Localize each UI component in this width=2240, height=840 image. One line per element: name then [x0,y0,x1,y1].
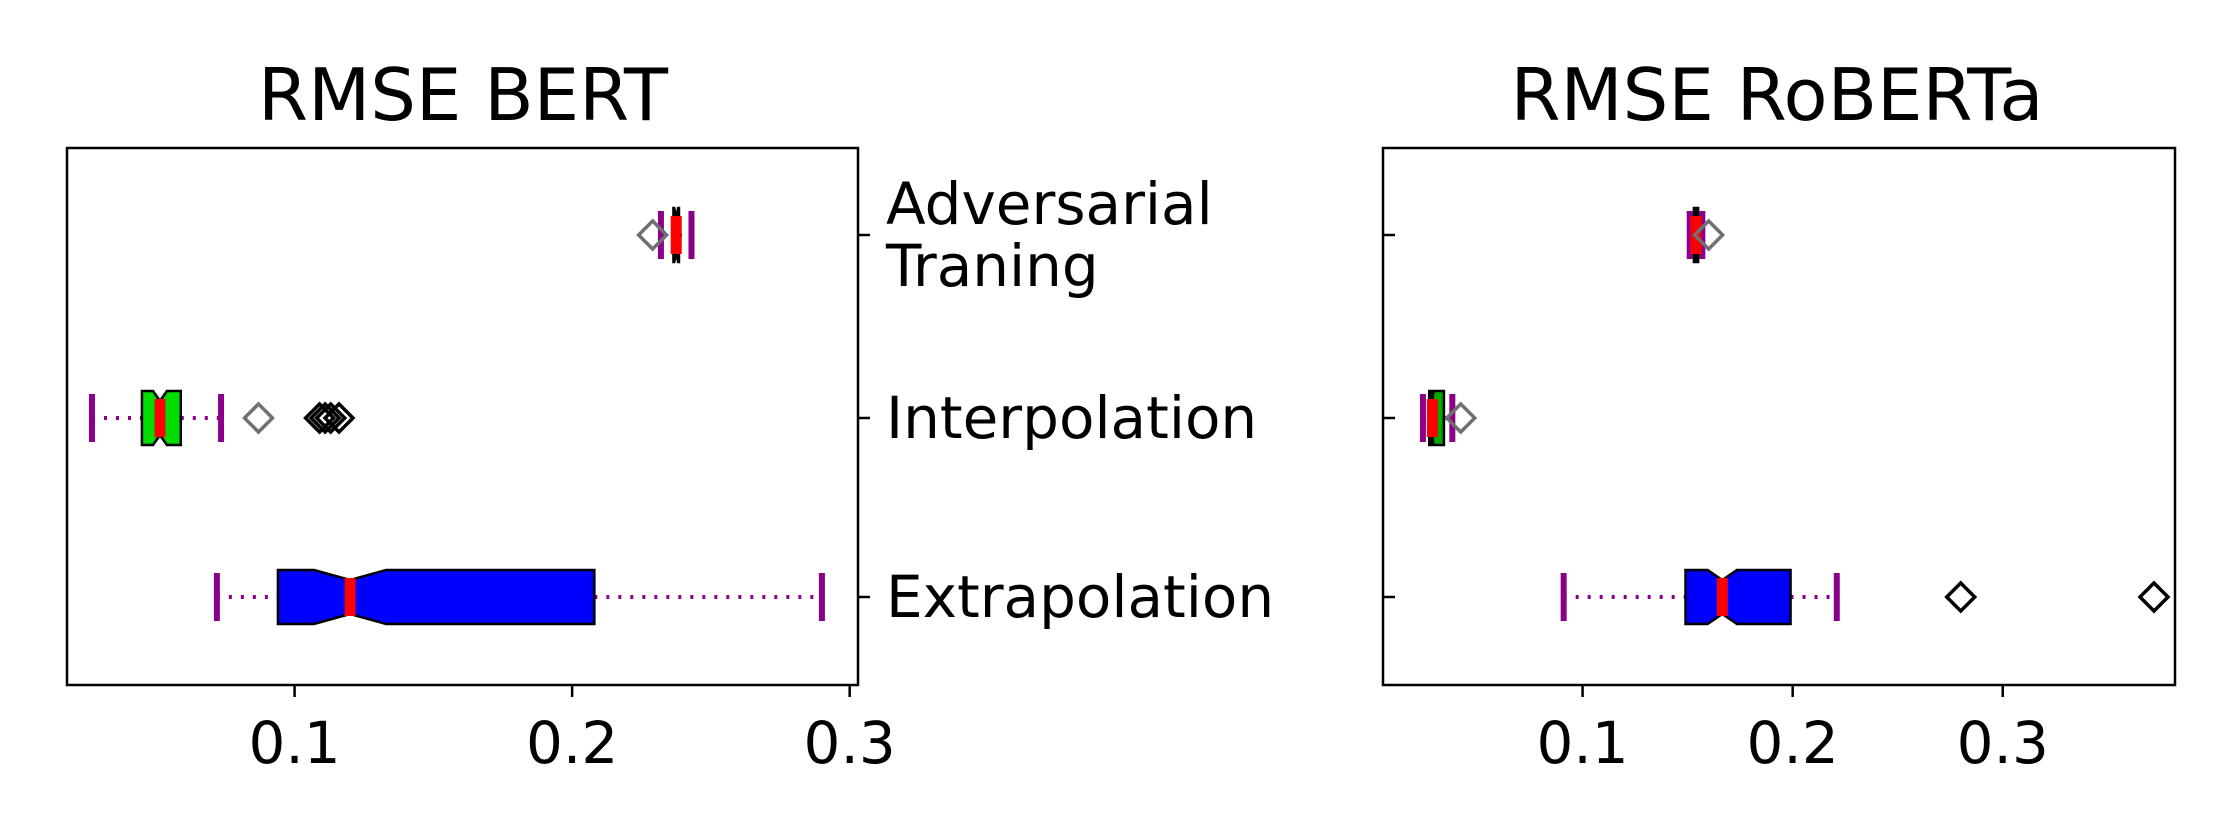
outlier-point [2137,580,2171,614]
bert-plot-frame [65,146,860,687]
roberta-chart-title: RMSE RoBERTa [1511,53,2044,137]
roberta-box-interpolation [1419,389,1478,447]
outlier-point [1692,218,1726,252]
outlier-point [636,218,670,252]
roberta-axes: 0.1 0.2 0.3 [1383,233,2049,777]
x-tick-label: 0.1 [1536,709,1628,777]
outlier-point [322,401,356,435]
outlier-point [314,401,348,435]
x-tick-label: 0.3 [804,709,896,777]
x-tick-label: 0.3 [1957,709,2049,777]
x-tick-label: 0.2 [526,709,618,777]
y-tick-label-line: Traning [885,232,1099,300]
y-tick-label: Interpolation [886,384,1257,452]
box-iqr [276,568,596,626]
roberta-panel: RMSE RoBERTa 0.1 0.2 0.3 [1381,53,2177,777]
y-tick-label-line: Extrapolation [886,563,1274,631]
box-iqr [1684,568,1792,626]
bert-box-marks [88,206,825,626]
roberta-box-adversarial-traning [1686,206,1726,264]
x-tick-label: 0.2 [1747,709,1839,777]
bert-box-extrapolation [213,568,825,626]
bert-box-adversarial-traning [636,206,695,264]
bert-chart-title: RMSE BERT [258,53,669,137]
bert-box-interpolation [88,389,356,447]
y-tick-label-line: Adversarial [886,170,1213,238]
roberta-plot-frame [1381,146,2177,687]
outlier-point [308,401,342,435]
outlier-point [242,401,275,435]
outlier-point [1444,401,1478,435]
y-tick-label: Extrapolation [886,563,1274,631]
outlier-point [1944,580,1978,614]
x-tick-label: 0.1 [248,709,340,777]
y-tick-label-line: Interpolation [886,384,1257,452]
roberta-box-extrapolation [1560,568,2171,626]
roberta-box-marks [1419,206,2171,626]
